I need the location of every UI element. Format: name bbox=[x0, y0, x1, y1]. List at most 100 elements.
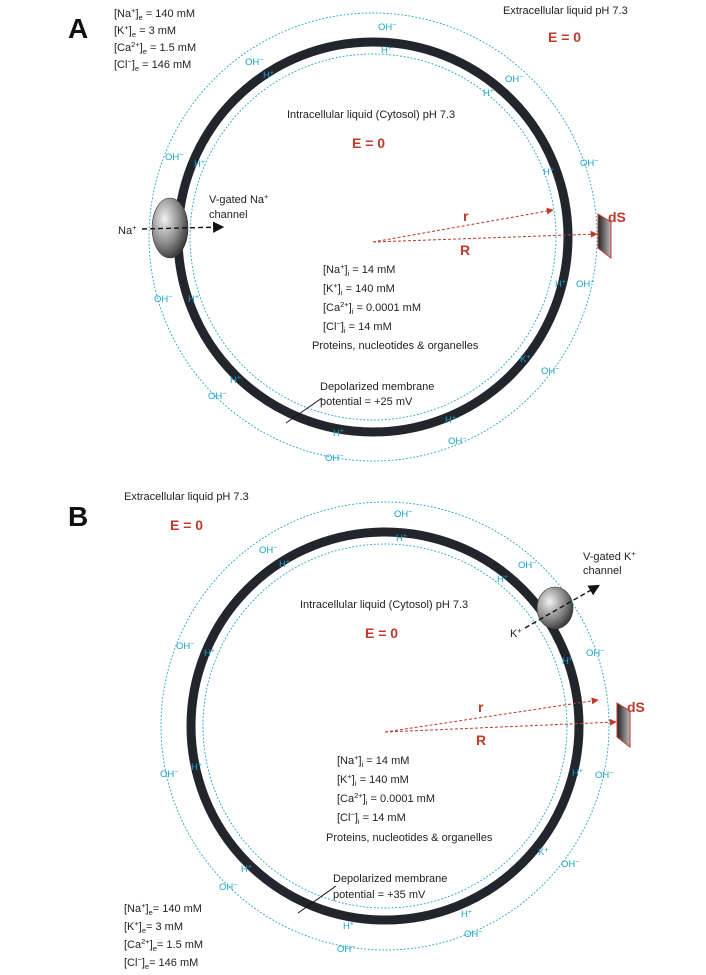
panel-a-ext-conc: [Na+]e = 140 mM [K+]e = 3 mM [Ca2+]e = 1… bbox=[114, 6, 196, 73]
panel-a: A [Na+]e = 140 mM [K+]e = 3 mM [Ca2+]e =… bbox=[68, 5, 628, 464]
e-inside: E = 0 bbox=[352, 135, 385, 151]
potassium-ion-label: K+ bbox=[520, 354, 530, 365]
int-k-conc-b: [K+]i = 140 mM bbox=[337, 772, 409, 788]
hydroxide-ion-label: OH− bbox=[165, 152, 183, 163]
hydroxide-ion-label: OH− bbox=[325, 453, 343, 464]
e-outside-b: E = 0 bbox=[170, 517, 203, 533]
int-cl-conc-b: [Cl−]i = 14 mM bbox=[337, 810, 406, 826]
proton-label: H+ bbox=[241, 864, 252, 875]
proton-label: H+ bbox=[279, 559, 290, 570]
proteins-label: Proteins, nucleotides & organelles bbox=[312, 340, 479, 352]
big-r-label-b: R bbox=[476, 732, 486, 748]
proton-label: H+ bbox=[562, 656, 573, 667]
outer-ion-ring-b bbox=[160, 501, 610, 951]
hydroxide-ion-label: OH− bbox=[208, 391, 226, 402]
hydroxide-ion-label: OH− bbox=[561, 859, 579, 870]
ext-cl-conc: [Cl−]e = 146 mM bbox=[114, 57, 191, 73]
ext-k-conc: [K+]e = 3 mM bbox=[114, 23, 176, 39]
ext-ca-conc-b: [Ca2+]e= 1.5 mM bbox=[124, 937, 203, 953]
inner-ion-ring-b bbox=[202, 543, 568, 909]
membrane-potential-2: potential = +25 mV bbox=[320, 396, 413, 408]
proton-label: H+ bbox=[396, 533, 407, 544]
hydroxide-ion-label: OH− bbox=[337, 944, 355, 955]
hydroxide-ion-label: OH− bbox=[394, 509, 412, 520]
proton-label: H+ bbox=[230, 375, 241, 386]
int-na-conc-b: [Na+]i = 14 mM bbox=[337, 753, 409, 769]
ds-surface-b bbox=[616, 702, 631, 749]
big-r-vector bbox=[372, 230, 598, 243]
membrane-pointer bbox=[285, 397, 323, 424]
hydroxide-ion-label: OH− bbox=[448, 436, 466, 447]
hydroxide-ion-label: OH− bbox=[219, 882, 237, 893]
extracellular-label-b: Extracellular liquid pH 7.3 bbox=[124, 491, 249, 503]
proton-label: H+ bbox=[461, 909, 472, 920]
membrane-potential-1: Depolarized membrane bbox=[320, 381, 434, 393]
proteins-label-b: Proteins, nucleotides & organelles bbox=[326, 832, 493, 844]
int-ca-conc-b: [Ca2+]i = 0.0001 mM bbox=[337, 791, 435, 807]
inner-ion-ring bbox=[189, 53, 557, 421]
hydroxide-ion-label: OH− bbox=[576, 279, 594, 290]
panel-b-ions: OH−H+OH−H+OH−H+OH−H+H+OH−OH−H+H+OH−OH−H+… bbox=[160, 509, 613, 955]
proton-label: H+ bbox=[333, 428, 344, 439]
ext-na-conc: [Na+]e = 140 mM bbox=[114, 6, 195, 22]
ext-k-conc-b: [K+]e= 3 mM bbox=[124, 919, 183, 935]
ds-label-b: dS bbox=[627, 699, 645, 715]
hydroxide-ion-label: OH− bbox=[378, 22, 396, 33]
big-r-vector-b bbox=[384, 718, 617, 733]
ds-surface bbox=[597, 213, 612, 260]
extracellular-label: Extracellular liquid pH 7.3 bbox=[503, 5, 628, 17]
na-ion-label: Na+ bbox=[118, 223, 137, 237]
panel-a-label: A bbox=[68, 13, 88, 44]
ds-label: dS bbox=[608, 209, 626, 225]
channel-label-b: V-gated K+ bbox=[583, 549, 636, 563]
hydroxide-ion-label: OH− bbox=[586, 648, 604, 659]
proton-label: H+ bbox=[381, 45, 392, 56]
proton-label: H+ bbox=[543, 167, 554, 178]
panel-a-ions: OH−H+OH−H+OH−H+OH−H+OH−H+H+OH−H+OH−H+OH−… bbox=[154, 22, 598, 464]
int-k-conc: [K+]i = 140 mM bbox=[323, 281, 395, 297]
e-outside: E = 0 bbox=[548, 29, 581, 45]
hydroxide-ion-label: OH− bbox=[595, 770, 613, 781]
proton-label: H+ bbox=[343, 921, 354, 932]
r-vector bbox=[372, 207, 554, 243]
hydroxide-ion-label: OH− bbox=[160, 769, 178, 780]
hydroxide-ion-label: OH− bbox=[245, 57, 263, 68]
hydroxide-ion-label: OH− bbox=[505, 74, 523, 85]
big-r-label: R bbox=[460, 242, 470, 258]
k-ion-label: K+ bbox=[510, 626, 522, 640]
hydroxide-ion-label: OH− bbox=[541, 366, 559, 377]
panel-b-int-conc: [Na+]i = 14 mM [K+]i = 140 mM [Ca2+]i = … bbox=[326, 753, 493, 844]
ext-cl-conc-b: [Cl−]e= 146 mM bbox=[124, 955, 198, 971]
k-channel bbox=[536, 586, 574, 630]
k-flux-arrow bbox=[524, 584, 600, 629]
ext-na-conc-b: [Na+]e= 140 mM bbox=[124, 901, 202, 917]
membrane-potential-b-2: potential = +35 mV bbox=[333, 889, 426, 901]
ext-ca-conc: [Ca2+]e = 1.5 mM bbox=[114, 40, 196, 56]
proton-label: H+ bbox=[194, 159, 205, 170]
hydroxide-ion-label: OH− bbox=[176, 641, 194, 652]
panel-a-int-conc: [Na+]i = 14 mM [K+]i = 140 mM [Ca2+]i = … bbox=[312, 262, 479, 352]
panel-b-label: B bbox=[68, 501, 88, 532]
e-inside-b: E = 0 bbox=[365, 625, 398, 641]
hydroxide-ion-label: OH− bbox=[259, 545, 277, 556]
proton-label: H+ bbox=[497, 574, 508, 585]
na-flux-arrow bbox=[141, 221, 225, 233]
int-cl-conc: [Cl−]i = 14 mM bbox=[323, 319, 392, 335]
hydroxide-ion-label: OH− bbox=[580, 158, 598, 169]
proton-label: H+ bbox=[263, 70, 274, 81]
proton-label: H+ bbox=[191, 762, 202, 773]
channel-label-b-2: channel bbox=[583, 565, 622, 577]
int-na-conc: [Na+]i = 14 mM bbox=[323, 262, 395, 278]
panel-b: B Extracellular liquid pH 7.3 E = 0 Intr… bbox=[68, 491, 645, 971]
r-vector-b bbox=[384, 697, 599, 733]
hydroxide-ion-label: OH− bbox=[518, 560, 536, 571]
proton-label: H+ bbox=[188, 294, 199, 305]
intracellular-label-b: Intracellular liquid (Cytosol) pH 7.3 bbox=[300, 599, 468, 611]
hydroxide-ion-label: OH− bbox=[154, 294, 172, 305]
proton-label: H+ bbox=[445, 415, 456, 426]
int-ca-conc: [Ca2+]i = 0.0001 mM bbox=[323, 300, 421, 316]
cell-membrane-b bbox=[186, 527, 584, 925]
panel-b-ext-conc: [Na+]e= 140 mM [K+]e= 3 mM [Ca2+]e= 1.5 … bbox=[124, 901, 203, 971]
hydroxide-ion-label: OH− bbox=[464, 929, 482, 940]
